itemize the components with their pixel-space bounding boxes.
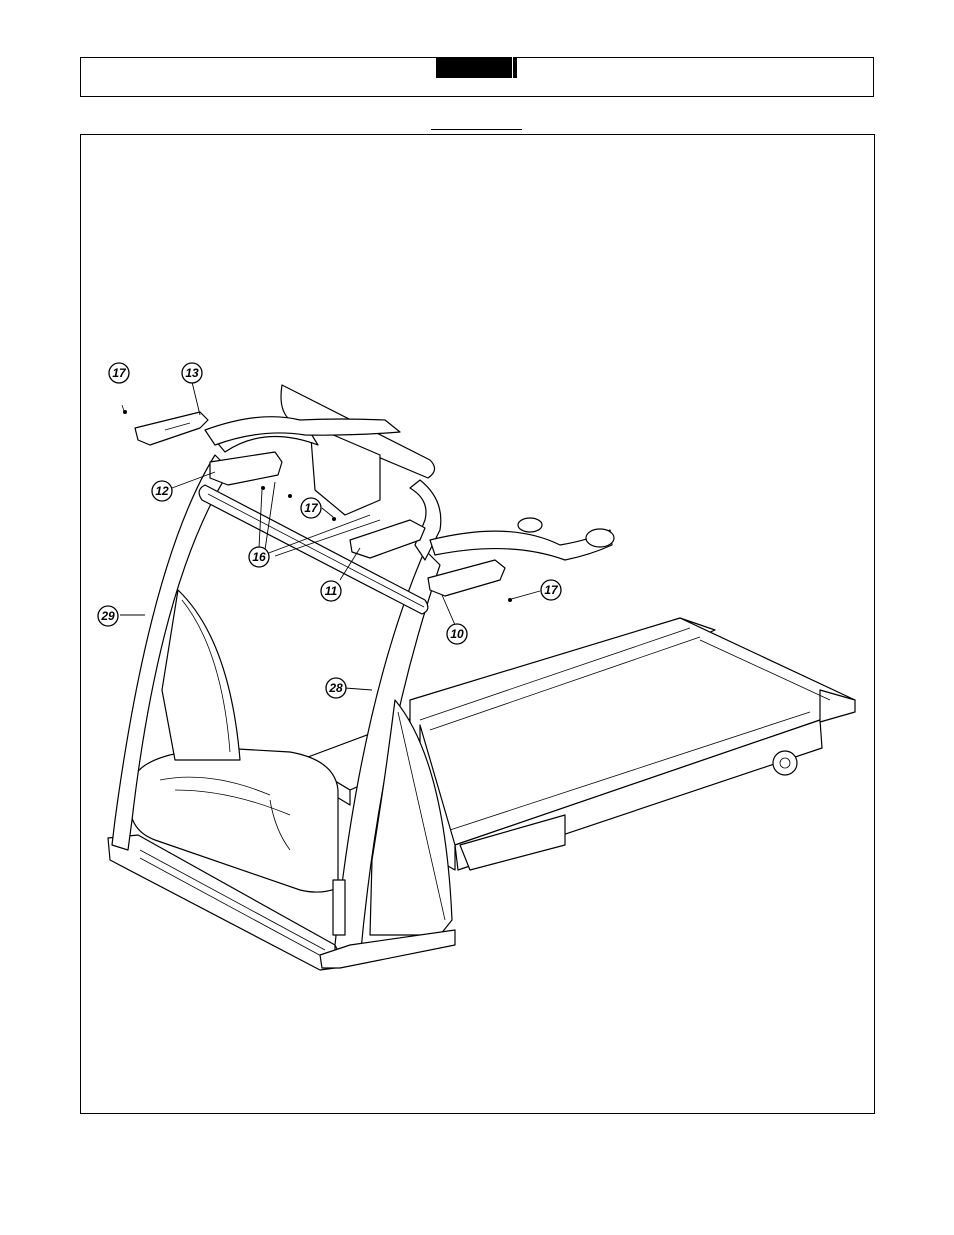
callout-16: 16 bbox=[249, 547, 269, 567]
right-handlebar bbox=[430, 518, 614, 560]
callout-17-center: 17 bbox=[301, 498, 321, 518]
part-12-cover bbox=[210, 452, 282, 485]
part-13-cover bbox=[135, 412, 208, 445]
callout-12: 12 bbox=[152, 481, 172, 501]
svg-text:28: 28 bbox=[328, 681, 343, 695]
callout-17-top-left: 17 bbox=[109, 363, 129, 383]
part-11-cover bbox=[350, 520, 425, 558]
callout-29: 29 bbox=[98, 606, 118, 626]
svg-text:17: 17 bbox=[112, 366, 127, 380]
callout-13: 13 bbox=[182, 363, 202, 383]
svg-text:10: 10 bbox=[450, 627, 464, 641]
svg-text:13: 13 bbox=[185, 366, 199, 380]
svg-text:11: 11 bbox=[325, 584, 338, 598]
callout-17-right: 17 bbox=[541, 580, 561, 600]
svg-text:17: 17 bbox=[544, 583, 559, 597]
svg-text:17: 17 bbox=[304, 501, 319, 515]
svg-text:29: 29 bbox=[100, 609, 115, 623]
callout-10: 10 bbox=[447, 624, 467, 644]
svg-text:12: 12 bbox=[155, 484, 169, 498]
callout-11: 11 bbox=[321, 581, 341, 601]
svg-text:16: 16 bbox=[252, 550, 266, 564]
callout-28: 28 bbox=[326, 678, 346, 698]
